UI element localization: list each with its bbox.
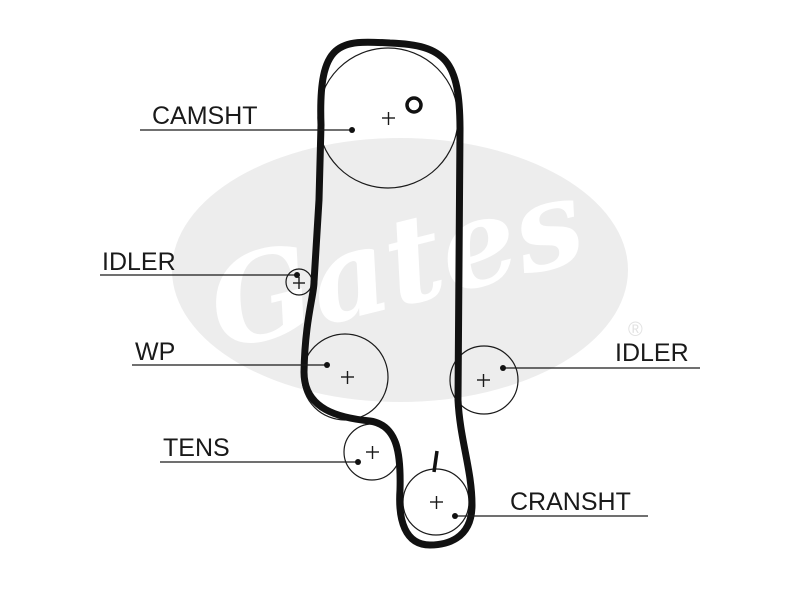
water-pump-center-cross (341, 371, 354, 384)
idler-right-leader-dot (500, 365, 506, 371)
camshaft-label: CAMSHT (152, 102, 258, 130)
idler-left-leader-dot (294, 272, 300, 278)
crankshaft-center-cross (430, 496, 443, 509)
tensioner-label: TENS (163, 434, 230, 462)
timing-belt (300, 38, 476, 549)
idler-left-center-cross (293, 277, 305, 289)
idler-right-label: IDLER (615, 339, 689, 367)
gates-watermark: Gates ® (172, 138, 643, 402)
camshaft-timing-mark (405, 96, 423, 114)
camshaft-center-cross (382, 112, 395, 125)
crankshaft-leader-dot (452, 513, 458, 519)
crankshaft-label: CRANSHT (510, 488, 631, 516)
tensioner-center-cross (366, 446, 379, 459)
idler-right-pulley (449, 345, 519, 415)
camshaft-leader-dot (349, 127, 355, 133)
water-pump-leader-dot (324, 362, 330, 368)
idler-left-label: IDLER (102, 248, 176, 276)
watermark-ellipse (172, 138, 628, 402)
watermark-registered-symbol: ® (628, 319, 643, 341)
tensioner-leader-dot (355, 459, 361, 465)
water-pump-label: WP (135, 338, 175, 366)
crankshaft-timing-mark (432, 450, 439, 473)
idler-right-center-cross (477, 374, 490, 387)
